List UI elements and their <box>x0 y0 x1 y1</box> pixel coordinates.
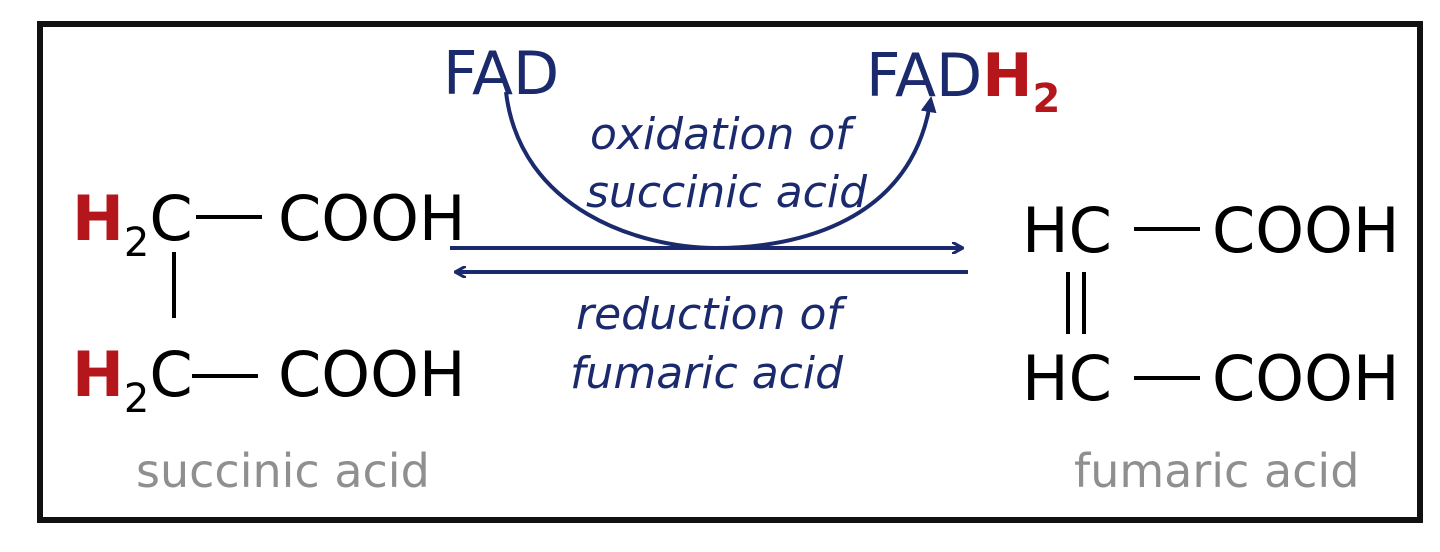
fadh2-base: FAD <box>866 41 983 111</box>
fadh2-hydrogen: H <box>982 41 1033 111</box>
succinic-bottom-cooh: COOH <box>278 338 466 411</box>
fumaric-bottom-cooh: COOH <box>1212 342 1400 415</box>
succinic-top-hydrogen: H <box>72 182 124 255</box>
fadh2-label: FADH2 <box>866 46 1060 119</box>
succinic-bottom-ch2: H2C <box>72 344 193 420</box>
succinic-top-cooh: COOH <box>278 182 466 255</box>
fumaric-top-cooh: COOH <box>1212 194 1400 267</box>
succinic-bottom-carbon: C <box>149 338 193 411</box>
fad-curved-arrow <box>504 91 937 251</box>
fumaric-bottom-hc: HC <box>1022 342 1112 415</box>
diagram-frame <box>37 21 1423 523</box>
fad-label: FAD <box>443 39 560 109</box>
reverse-caption-line2: fumaric acid <box>570 348 844 399</box>
succinic-top-subscript: 2 <box>123 220 150 266</box>
forward-caption-line1: oxidation of <box>590 109 851 160</box>
forward-caption-line2: succinic acid <box>586 167 868 218</box>
succinic-top-ch2: H2C <box>72 188 193 264</box>
succinic-acid-name: succinic acid <box>136 444 430 498</box>
fumaric-top-hc: HC <box>1022 194 1112 267</box>
succinic-top-carbon: C <box>149 182 193 255</box>
reverse-caption-line1: reduction of <box>576 289 842 340</box>
fadh2-subscript: 2 <box>1032 76 1061 122</box>
fumaric-acid-name: fumaric acid <box>1074 444 1360 498</box>
succinic-bottom-subscript: 2 <box>123 376 150 422</box>
succinic-bottom-hydrogen: H <box>72 338 124 411</box>
